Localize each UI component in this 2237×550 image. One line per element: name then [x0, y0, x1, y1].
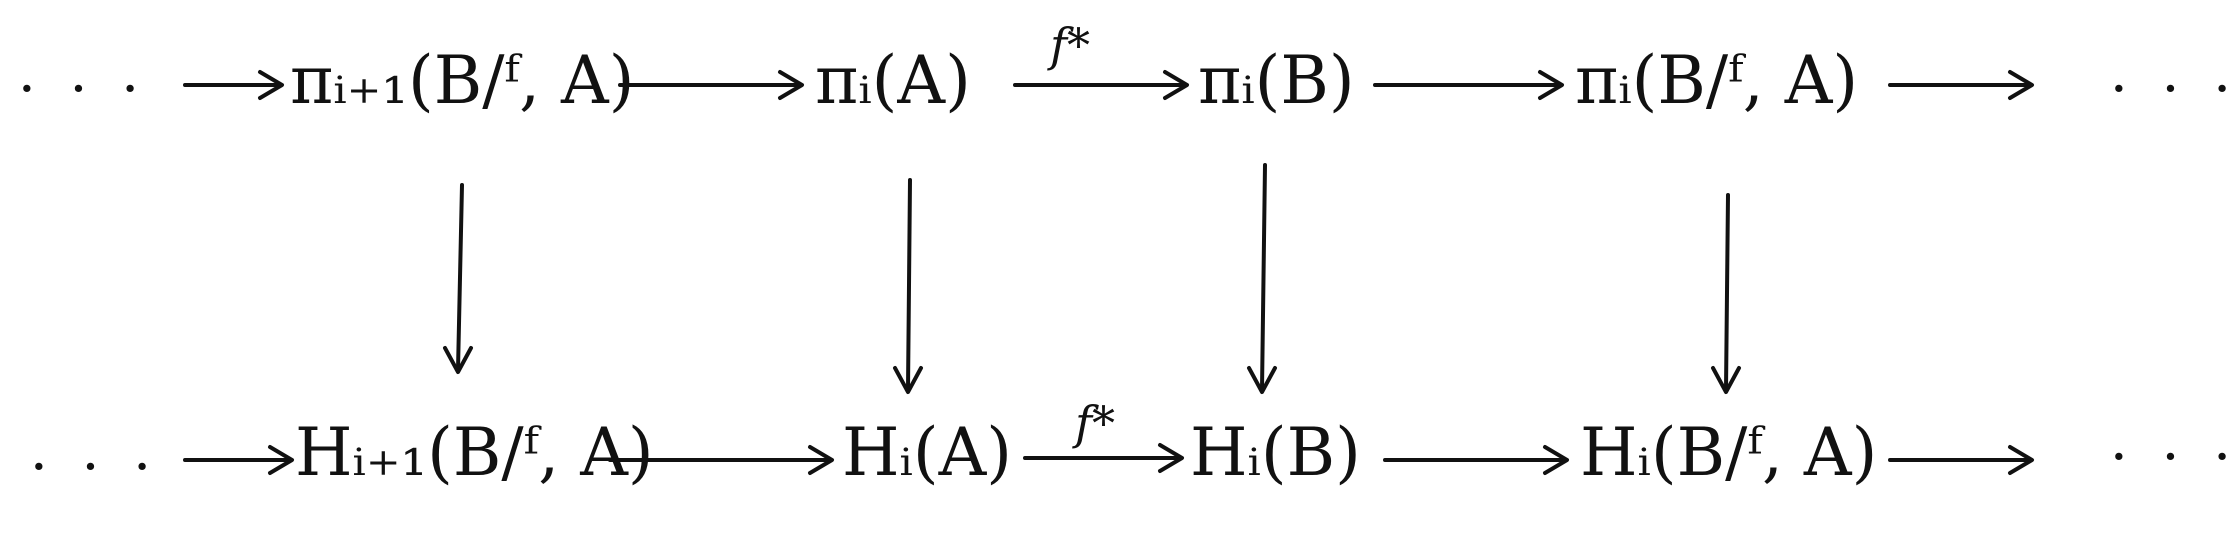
- bottom-node-4: Hᵢ(B/ᶠ, A): [1580, 414, 1878, 491]
- top-arrow-2-f-star: [1013, 70, 1189, 100]
- top-arrow-4: [1888, 70, 2034, 100]
- bottom-arrow-0: [183, 445, 294, 475]
- bottom-node-1: Hᵢ₊₁(B/ᶠ, A): [295, 414, 654, 491]
- top-node-2: πᵢ(A): [815, 42, 971, 119]
- top-right-ellipsis: · · ·: [2110, 57, 2237, 122]
- bottom-node-3: Hᵢ(B): [1190, 414, 1361, 491]
- bottom-arrow-2-f-star: [1023, 443, 1184, 473]
- vertical-arrow-3: [1247, 163, 1277, 394]
- bottom-node-2: Hᵢ(A): [842, 414, 1012, 491]
- top-arrow-0: [183, 70, 284, 100]
- top-arrow-3: [1373, 70, 1564, 100]
- top-node-3: πᵢ(B): [1198, 42, 1355, 119]
- bottom-arrow-3: [1383, 445, 1569, 475]
- bottom-map-label: f*: [1075, 396, 1116, 450]
- top-map-label: f*: [1050, 18, 1091, 72]
- bottom-arrow-4: [1888, 445, 2034, 475]
- top-arrow-1: [618, 70, 804, 100]
- bottom-left-ellipsis: · · ·: [30, 435, 160, 500]
- bottom-arrow-1: [608, 445, 834, 475]
- vertical-arrow-1: [443, 183, 473, 374]
- bottom-right-ellipsis: · · ·: [2110, 425, 2237, 490]
- vertical-arrow-4: [1711, 193, 1741, 394]
- top-node-1: πᵢ₊₁(B/ᶠ, A): [290, 42, 635, 119]
- top-left-ellipsis: · · ·: [18, 57, 148, 122]
- vertical-arrow-2: [893, 178, 923, 394]
- top-node-4: πᵢ(B/ᶠ, A): [1575, 42, 1859, 119]
